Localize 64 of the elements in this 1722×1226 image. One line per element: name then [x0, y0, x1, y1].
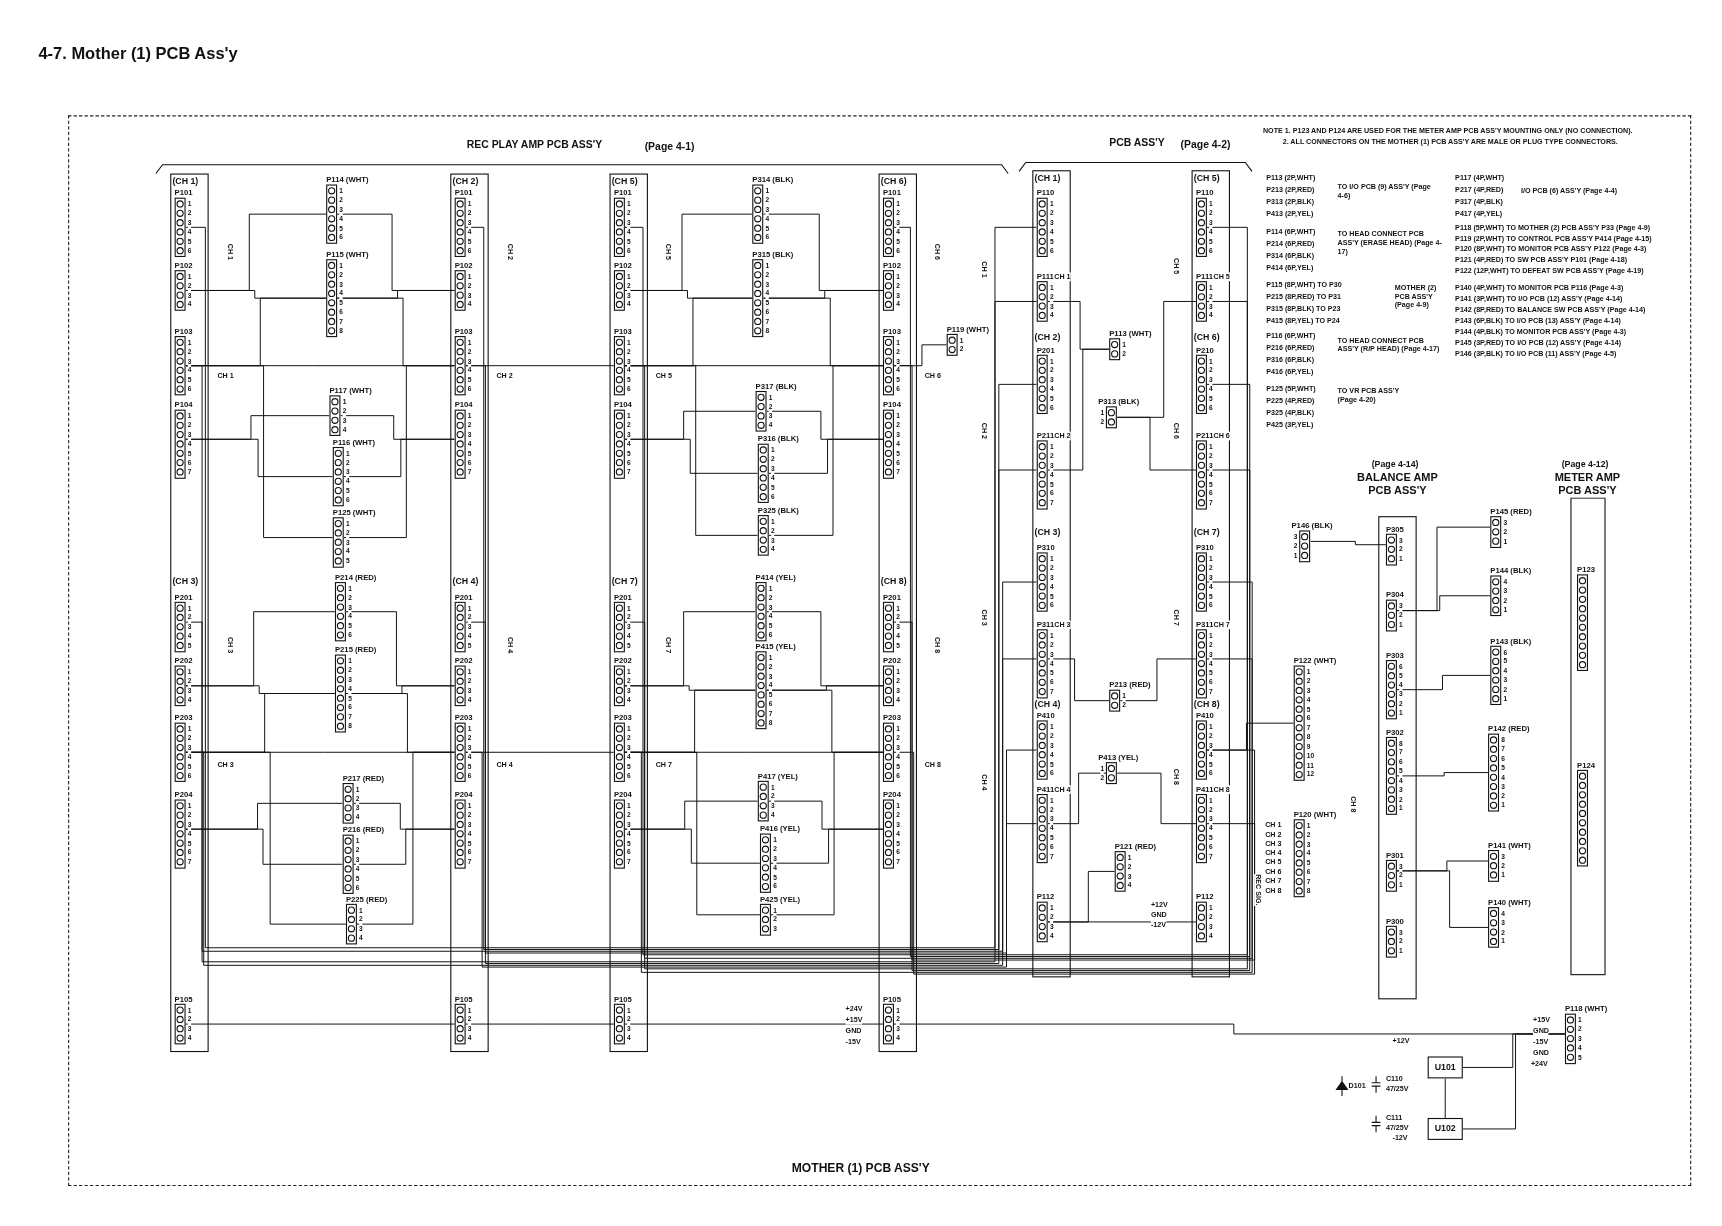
channel-label: (Page 4-12)	[1561, 459, 1609, 469]
wire	[1444, 1077, 1446, 1119]
channel-label: (CH 7)	[611, 576, 638, 587]
wire	[1310, 540, 1387, 546]
wire	[1119, 658, 1197, 702]
section-title: REC PLAY AMP PCB ASS'Y	[466, 138, 603, 151]
channel-label: (CH 5)	[1193, 173, 1220, 184]
wire	[624, 658, 1253, 973]
channel-label: (CH 3)	[172, 576, 199, 587]
wire	[624, 1023, 884, 1025]
channel-label: (CH 1)	[172, 176, 199, 187]
wire	[1206, 722, 1295, 751]
wire	[1116, 772, 1197, 825]
pcb-title: MOTHER (1) PCB ASS'Y	[791, 1161, 930, 1174]
wire	[624, 828, 761, 864]
wire	[624, 438, 759, 474]
wire	[185, 828, 344, 865]
wire	[1396, 870, 1489, 928]
wire	[1396, 595, 1491, 612]
wire	[1047, 658, 1110, 702]
wire	[353, 828, 456, 865]
channel-label: (CH 4)	[1034, 699, 1061, 710]
wire	[1047, 772, 1107, 825]
channel-label: (CH 4)	[452, 576, 479, 587]
wire	[185, 1023, 456, 1025]
section-title: (Page 4-2)	[1180, 138, 1231, 151]
wire	[1116, 416, 1197, 471]
wire	[465, 226, 1038, 950]
wire	[893, 365, 1251, 972]
wire	[185, 438, 334, 478]
wire	[465, 1023, 615, 1025]
wire	[465, 751, 1038, 968]
wire	[343, 438, 456, 478]
wire	[770, 828, 884, 864]
channel-label: (CH 8)	[880, 576, 907, 587]
wire	[624, 581, 1253, 959]
wire	[185, 581, 1038, 952]
wire	[893, 751, 1256, 975]
section-title: (Page 4-1)	[644, 140, 695, 153]
section-title: PCB ASS'Y	[1109, 136, 1165, 149]
page-title: 4-7. Mother (1) PCB Ass'y	[38, 43, 238, 63]
channel-label: (Page 4-14)	[1371, 459, 1419, 469]
regulator-ic: U101	[1427, 1056, 1463, 1079]
channel-label: (CH 2)	[452, 176, 479, 187]
channel-label: (CH 7)	[1193, 527, 1220, 537]
regulator-ic: U102	[1427, 1117, 1463, 1140]
wire	[465, 365, 1038, 965]
wire	[893, 226, 1251, 958]
wire	[1396, 772, 1489, 777]
wire	[185, 658, 1038, 966]
channel-label: (CH 8)	[1193, 699, 1220, 710]
wire	[1396, 674, 1491, 691]
channel-label: (CH 2)	[1034, 332, 1061, 343]
wire	[1047, 921, 1197, 923]
wire	[465, 621, 1038, 954]
channel-label: (CH 1)	[1034, 173, 1061, 184]
channel-label: (CH 3)	[1034, 527, 1061, 537]
channel-label: (CH 5)	[611, 176, 638, 187]
wire	[893, 621, 1256, 961]
channel-label: (CH 6)	[1193, 332, 1220, 343]
wire	[1462, 1033, 1566, 1130]
channel-label: (CH 6)	[880, 176, 907, 187]
wire	[1047, 348, 1110, 471]
wire	[768, 438, 884, 474]
